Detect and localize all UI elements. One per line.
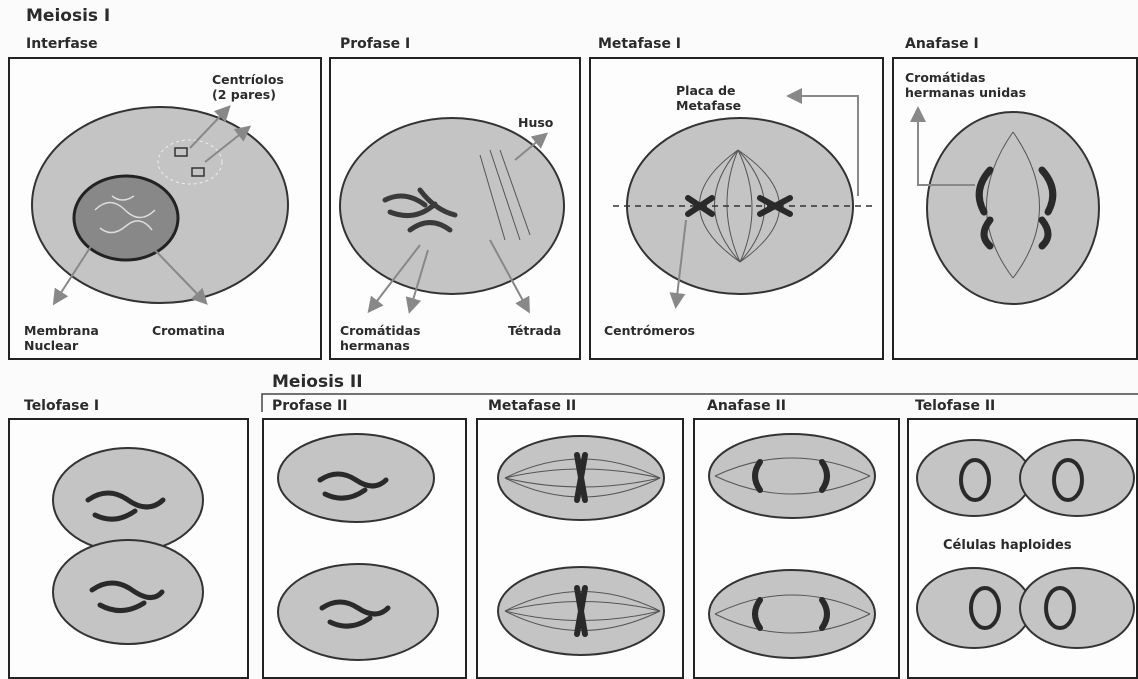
label-membrana-2: Nuclear: [24, 338, 78, 353]
label-cromatidas-2: hermanas: [340, 338, 410, 353]
label-placa-2: Metafase: [676, 98, 741, 113]
telofase2-cell-1: [917, 440, 1031, 516]
anafase2-top-cell: [709, 434, 875, 518]
label-membrana-1: Membrana: [24, 323, 99, 338]
anafase1-cell: [927, 112, 1099, 304]
telofase2-cell-3: [917, 568, 1031, 648]
profase1-cell: [340, 118, 564, 294]
profase2-bottom-cell: [278, 564, 438, 660]
label-centriolos-2: (2 pares): [212, 87, 276, 102]
label-cromatidas-1: Cromátidas: [340, 323, 420, 338]
telofase1-bottom-cell: [53, 540, 203, 644]
label-placa-1: Placa de: [676, 83, 736, 98]
label-centriolos-1: Centríolos: [212, 72, 284, 87]
label-celulas-haploides: Células haploides: [943, 538, 1072, 553]
label-cromatina: Cromatina: [152, 323, 225, 338]
anafase2-bottom-cell: [709, 570, 875, 658]
meiosis-2-bracket: [262, 394, 1138, 412]
label-huso: Huso: [518, 115, 553, 130]
telofase2-cell-2: [1020, 440, 1134, 516]
label-tetrada: Tétrada: [508, 323, 561, 338]
label-unidas-2: hermanas unidas: [905, 85, 1026, 100]
label-centromeros: Centrómeros: [604, 323, 695, 338]
label-unidas-1: Cromátidas: [905, 70, 985, 85]
telofase2-cell-4: [1020, 568, 1134, 648]
